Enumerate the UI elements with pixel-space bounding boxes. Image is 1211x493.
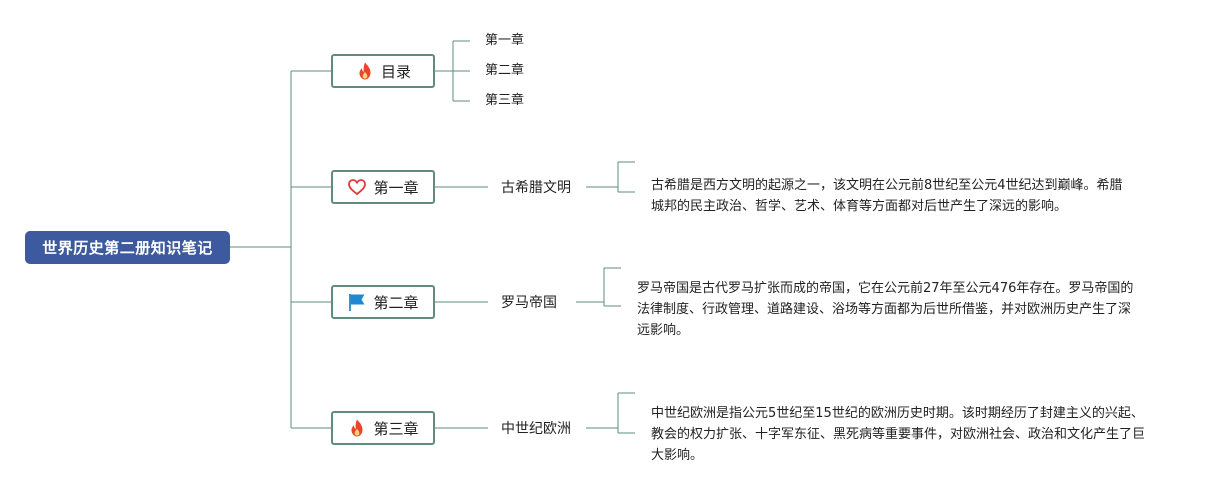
description-ancient-greece: 古希腊是西方文明的起源之一，该文明在公元前8世纪至公元4世纪达到巅峰。希腊城邦的… — [651, 178, 1123, 214]
toc-item-chapter-3[interactable]: 第三章 — [485, 93, 525, 108]
flag-icon — [347, 292, 367, 312]
toc-item-chapter-1[interactable]: 第一章 — [485, 33, 525, 48]
branch-label-chapter-3: 第三章 — [373, 419, 419, 438]
toc-item-chapter-2[interactable]: 第二章 — [485, 63, 525, 78]
fire-icon — [355, 61, 375, 81]
heart-icon — [347, 177, 367, 197]
description-roman-empire: 罗马帝国是古代罗马扩张而成的帝国，它在公元前27年至公元476年存在。罗马帝国的… — [637, 281, 1134, 338]
branch-label-toc: 目录 — [380, 62, 411, 81]
branch-node-toc[interactable]: 目录 — [331, 54, 435, 88]
branch-label-chapter-2: 第二章 — [373, 293, 419, 312]
topic-ancient-greece[interactable]: 古希腊文明 — [501, 180, 571, 196]
branch-node-chapter-1[interactable]: 第一章 — [331, 170, 435, 204]
branch-node-chapter-3[interactable]: 第三章 — [331, 411, 435, 445]
topic-roman-empire[interactable]: 罗马帝国 — [501, 295, 557, 311]
topic-medieval-europe[interactable]: 中世纪欧洲 — [501, 421, 571, 437]
fire-icon — [347, 418, 367, 438]
description-medieval-europe: 中世纪欧洲是指公元5世纪至15世纪的欧洲历史时期。该时期经历了封建主义的兴起、教… — [651, 406, 1146, 463]
root-label: 世界历史第二册知识笔记 — [42, 239, 213, 257]
root-node[interactable]: 世界历史第二册知识笔记 — [25, 231, 230, 264]
branch-label-chapter-1: 第一章 — [373, 178, 419, 197]
branch-node-chapter-2[interactable]: 第二章 — [331, 285, 435, 319]
